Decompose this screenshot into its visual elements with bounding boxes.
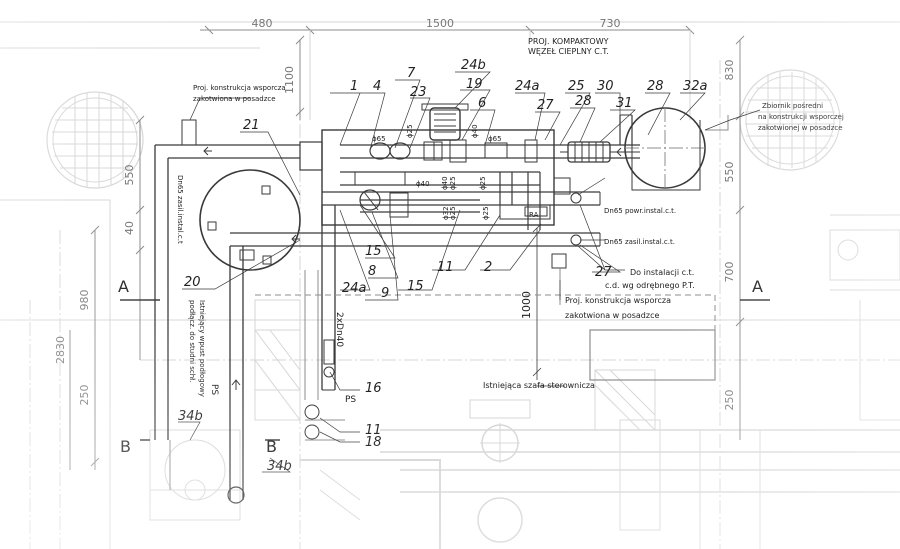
callout-34b-b: 34b bbox=[267, 459, 292, 474]
dim-700: 700 bbox=[723, 262, 736, 283]
note-tank-right-1: Zbiornik pośredni bbox=[762, 102, 823, 110]
dim-550-left: 550 bbox=[123, 165, 136, 186]
note-phi25-d: ϕ25 bbox=[482, 206, 490, 220]
callout-31: 31 bbox=[616, 96, 633, 111]
note-support-bottom-1: Proj. konstrukcja wsporcza bbox=[565, 296, 671, 305]
callout-15-a: 15 bbox=[365, 244, 382, 259]
note-tank-right-2: na konstrukcji wsporczej bbox=[758, 113, 844, 121]
dim-1500: 1500 bbox=[426, 17, 454, 30]
note-phi32: ϕ32 bbox=[442, 206, 450, 220]
dim-480: 480 bbox=[252, 17, 273, 30]
dim-550-right: 550 bbox=[723, 162, 736, 183]
note-support-top-left-1: Proj. konstrukcja wsporcza bbox=[193, 84, 286, 92]
callout-23: 23 bbox=[410, 85, 427, 100]
right-edge-equipment bbox=[829, 214, 900, 421]
intermediate-tank bbox=[624, 107, 729, 191]
callout-30: 30 bbox=[597, 79, 614, 94]
note-phi25-e: ϕ25 bbox=[479, 176, 487, 190]
callout-21: 21 bbox=[243, 118, 260, 133]
callout-19: 19 bbox=[466, 77, 483, 92]
dim-40: 40 bbox=[123, 221, 136, 235]
callout-28-mid: 28 bbox=[575, 94, 592, 109]
callout-1: 1 bbox=[350, 79, 358, 94]
callout-16: 16 bbox=[365, 381, 382, 396]
callout-7: 7 bbox=[407, 66, 416, 81]
note-ps-lower: PS bbox=[345, 395, 356, 405]
note-cd-pt: c.d. wg odrębnego P.T. bbox=[605, 281, 695, 290]
main-piping bbox=[120, 103, 770, 504]
callout-18: 18 bbox=[365, 435, 382, 450]
note-dn65-supply: Dn65 zasil.instal.c.t. bbox=[604, 238, 675, 246]
callout-6: 6 bbox=[478, 96, 486, 111]
section-b-mid: B bbox=[266, 437, 277, 456]
section-a-right: A bbox=[752, 277, 763, 296]
note-support-top-left-2: zakotwiona w posadzce bbox=[193, 95, 276, 103]
note-dn65-supply-left: Dn65 zasil.instal.c.t bbox=[176, 175, 184, 244]
section-b-left: B bbox=[120, 437, 131, 456]
notes: PROJ. KOMPAKTOWY WĘZEŁ CIEPLNY C.T. Proj… bbox=[176, 37, 844, 405]
callout-11-mid: 11 bbox=[437, 260, 454, 275]
note-phi65-a: ϕ65 bbox=[372, 135, 386, 143]
callout-15-b: 15 bbox=[407, 279, 424, 294]
expansion-tank bbox=[199, 169, 301, 271]
dim-250-left: 250 bbox=[78, 385, 91, 406]
callout-24a-low: 24a bbox=[342, 281, 367, 296]
note-phi25-c: ϕ25 bbox=[449, 206, 457, 220]
dim-2830: 2830 bbox=[54, 336, 67, 364]
note-compact-unit-2: WĘZEŁ CIEPLNY C.T. bbox=[528, 47, 609, 56]
bottom-left-pumps bbox=[149, 299, 656, 521]
note-dn65-return: Dn65 powr.instal.c.t. bbox=[604, 207, 676, 215]
callout-20: 20 bbox=[184, 275, 201, 290]
note-phi40-c: ϕ40 bbox=[471, 124, 479, 138]
callout-34b-a: 34b bbox=[178, 409, 203, 424]
note-phi40-b: ϕ40 bbox=[441, 176, 449, 190]
note-2xdn40: 2xDn40 bbox=[334, 312, 344, 347]
note-existing-cabinet: Istniejąca szafa sterownicza bbox=[483, 381, 595, 390]
callout-27-top: 27 bbox=[537, 98, 554, 113]
note-tank-right-3: zakotwionej w posadzce bbox=[758, 124, 843, 132]
callout-32a: 32a bbox=[683, 79, 708, 94]
callout-4: 4 bbox=[373, 79, 381, 94]
note-existing-drain-2: podłącz. do studni schł. bbox=[188, 300, 196, 382]
bottom-equipment bbox=[300, 399, 900, 549]
callout-28-right: 28 bbox=[647, 79, 664, 94]
note-compact-unit-1: PROJ. KOMPAKTOWY bbox=[528, 37, 609, 46]
note-to-installation: Do instalacji c.t. bbox=[630, 268, 694, 277]
callout-9: 9 bbox=[381, 286, 389, 301]
section-a-left: A bbox=[118, 277, 129, 296]
callout-27-low: 27 bbox=[595, 265, 612, 280]
note-ra: RA bbox=[529, 211, 539, 219]
note-ps-upper: PS bbox=[209, 384, 219, 395]
note-phi25-b: ϕ25 bbox=[449, 176, 457, 190]
compact-unit-frame bbox=[321, 129, 555, 226]
callout-24b-top: 24b bbox=[461, 58, 486, 73]
control-cabinet bbox=[589, 329, 716, 381]
note-phi40-a: ϕ40 bbox=[416, 180, 430, 188]
note-support-bottom-2: zakotwiona w posadzce bbox=[565, 311, 659, 320]
callout-8: 8 bbox=[368, 264, 376, 279]
dim-830: 830 bbox=[723, 60, 736, 81]
dim-250-right: 250 bbox=[723, 390, 736, 411]
callout-24a-top: 24a bbox=[515, 79, 540, 94]
dim-980: 980 bbox=[78, 290, 91, 311]
note-phi65-b: ϕ65 bbox=[488, 135, 502, 143]
dim-730: 730 bbox=[600, 17, 621, 30]
note-phi25-a: ϕ25 bbox=[406, 124, 414, 138]
callout-2: 2 bbox=[484, 260, 492, 275]
callout-25: 25 bbox=[568, 79, 585, 94]
heat-meter bbox=[421, 103, 469, 141]
note-existing-drain-1: Istniejący wpust podłogowy bbox=[198, 300, 206, 397]
